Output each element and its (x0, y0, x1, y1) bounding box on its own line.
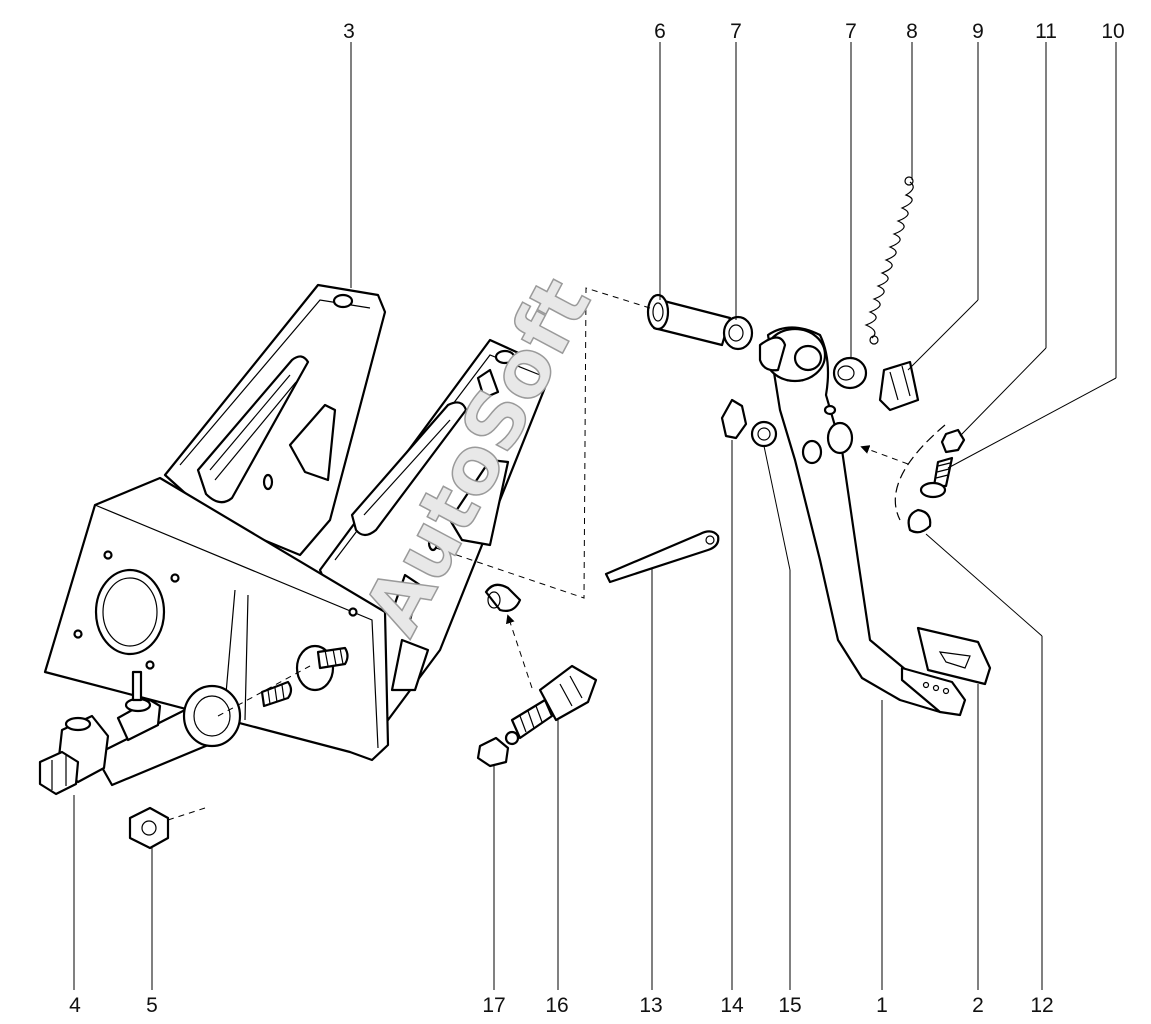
callout-15: 15 (778, 994, 801, 1017)
callout-10: 10 (1101, 20, 1124, 43)
callout-4: 4 (69, 994, 81, 1017)
spring-clip (878, 360, 920, 412)
callout-2: 2 (972, 994, 984, 1017)
pedal-clip (720, 398, 748, 440)
switch-grommet (484, 583, 522, 612)
cotter-pin (604, 530, 720, 584)
callout-9: 9 (972, 20, 984, 43)
callout-7a: 7 (730, 20, 742, 43)
callout-6: 6 (654, 20, 666, 43)
callout-11: 11 (1035, 20, 1057, 43)
callout-13: 13 (639, 994, 662, 1017)
stop-bolt (919, 456, 954, 499)
master-cylinder (38, 670, 242, 796)
bushing-right (832, 356, 868, 390)
callout-3: 3 (343, 20, 355, 43)
callout-14: 14 (720, 994, 744, 1017)
clutch-pedal (758, 326, 967, 717)
pedal-bracket (43, 283, 550, 762)
bushing-left (722, 315, 754, 351)
callout-7b: 7 (845, 20, 857, 43)
pedal-switch (504, 664, 598, 746)
lock-nut (476, 736, 510, 768)
small-nut (940, 428, 966, 454)
callout-5: 5 (146, 994, 158, 1017)
callout-16: 16 (545, 994, 568, 1017)
callout-12: 12 (1030, 994, 1053, 1017)
pivot-axle (646, 293, 732, 347)
rubber-cap (907, 508, 932, 534)
callout-8: 8 (906, 20, 918, 43)
watermark: AutoSoft (347, 264, 609, 649)
callout-numbers: 3 6 7 7 8 9 11 10 4 5 17 16 13 14 15 1 2… (69, 20, 1125, 1017)
callout-1: 1 (876, 994, 888, 1017)
callout-17: 17 (482, 994, 505, 1017)
washer (750, 420, 778, 448)
return-spring (864, 176, 914, 345)
leader-lines (73, 42, 1117, 990)
nut (128, 806, 206, 850)
pedal-pad (916, 626, 992, 686)
